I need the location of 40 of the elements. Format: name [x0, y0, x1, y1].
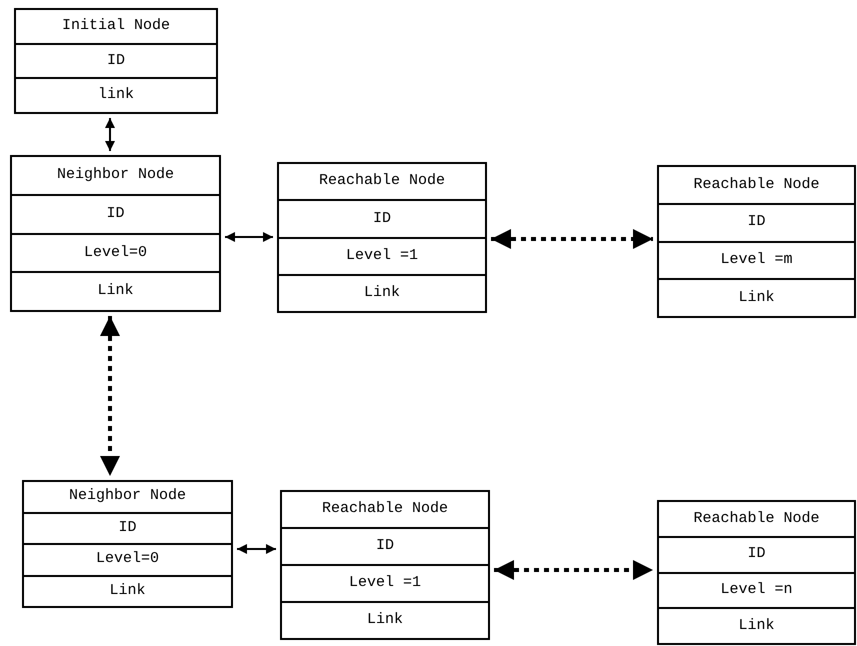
- record-field: ID: [747, 545, 766, 564]
- connector-arrow: [237, 544, 276, 554]
- record-field: ID: [118, 518, 136, 538]
- record-box: [277, 162, 487, 313]
- record-box: [10, 155, 221, 312]
- record-field: Link: [738, 616, 774, 636]
- record-field: Level =m: [720, 251, 792, 270]
- record-field: link: [98, 86, 134, 106]
- record-field: Link: [97, 282, 134, 301]
- record-field: ID: [376, 537, 394, 556]
- record-field: ID: [106, 204, 124, 224]
- connector-arrow: [105, 118, 115, 151]
- record-title: Initial Node: [62, 16, 170, 36]
- record-field: Level =1: [346, 246, 418, 266]
- record-field: ID: [106, 52, 125, 70]
- record-field: Link: [366, 611, 403, 630]
- record-field: Link: [109, 582, 146, 601]
- record-title: Reachable Node: [693, 510, 820, 528]
- record-field: Level=0: [96, 550, 159, 570]
- record-field: Level =1: [348, 574, 421, 593]
- record-box: [14, 8, 218, 114]
- record-title: Reachable Node: [318, 172, 446, 191]
- record-field: Link: [364, 284, 400, 303]
- record-title: Reachable Node: [693, 176, 820, 194]
- record-title: Neighbor Node: [56, 166, 174, 185]
- record-title: Reachable Node: [322, 500, 448, 519]
- connector-arrow: [225, 232, 273, 242]
- record-field: Level =n: [720, 581, 792, 600]
- record-field: Level=0: [84, 244, 147, 262]
- record-box: [280, 490, 490, 640]
- record-box: [657, 165, 856, 318]
- record-field: ID: [747, 213, 766, 232]
- connector-arrow: [494, 560, 653, 580]
- record-field: Link: [738, 288, 774, 308]
- record-field: ID: [372, 210, 391, 228]
- connector-arrow: [491, 229, 653, 249]
- record-title: Neighbor Node: [68, 487, 186, 506]
- connector-arrow: [100, 316, 120, 476]
- record-box: [22, 480, 233, 608]
- record-box: [657, 500, 856, 645]
